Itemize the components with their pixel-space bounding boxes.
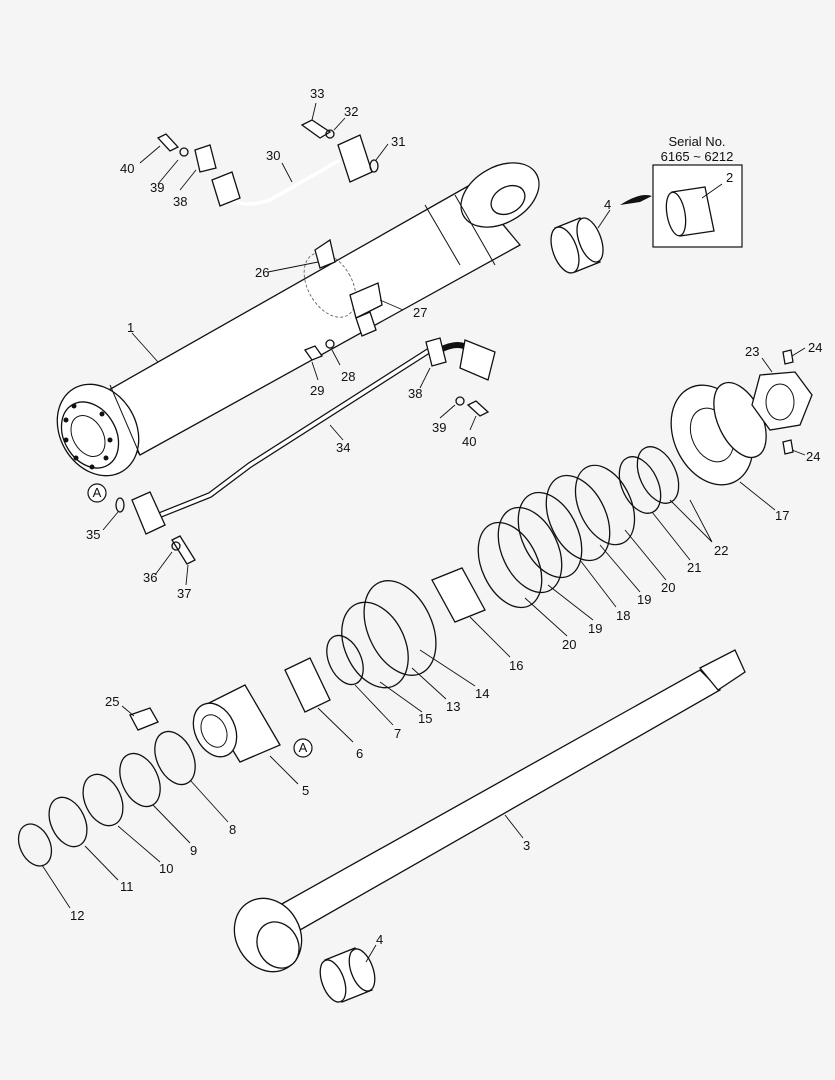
callout-labels: 1 4 3 4 5 6 7 8 9 10 11 12 13 14 15 16 1… [70,86,822,947]
pin-bushing-lower [319,947,376,1003]
callout-5: 5 [302,783,309,798]
callout-27: 27 [413,305,427,320]
callout-20-lower: 20 [562,637,576,652]
callout-24-lower: 24 [806,449,820,464]
callout-4-lower: 4 [376,932,383,947]
svg-text:A: A [299,740,308,755]
callout-21: 21 [687,560,701,575]
callout-29: 29 [310,383,324,398]
callout-31: 31 [391,134,405,149]
pin-bushing-upper [550,217,604,274]
callout-35: 35 [86,527,100,542]
callout-4-upper: 4 [604,197,611,212]
callout-2: 2 [726,170,733,185]
callout-14: 14 [475,686,489,701]
callout-9: 9 [190,843,197,858]
callout-23: 23 [745,344,759,359]
lower-pipe-assembly [115,337,496,565]
callout-6: 6 [356,746,363,761]
reference-mark-a-upper: A [87,483,107,503]
callout-34: 34 [336,440,350,455]
callout-3: 3 [523,838,530,853]
callout-19-upper: 19 [637,592,651,607]
callout-33: 33 [310,86,324,101]
callout-39-lower: 39 [432,420,446,435]
callout-15: 15 [418,711,432,726]
serial-title: Serial No. [668,134,725,149]
callout-37: 37 [177,586,191,601]
callout-39-upper: 39 [150,180,164,195]
piston-seal-set [284,446,680,713]
callout-38-lower: 38 [408,386,422,401]
piston-nut [751,349,813,455]
serial-range: 6165 ~ 6212 [661,149,734,164]
rod-cover [129,684,281,763]
callout-36: 36 [143,570,157,585]
cylinder-tube [56,162,540,477]
callout-19-lower: 19 [588,621,602,636]
callout-40-upper: 40 [120,161,134,176]
callout-20-upper: 20 [661,580,675,595]
piston-rod [233,649,746,973]
inset-pointer-arrow [620,195,652,205]
callout-7: 7 [394,726,401,741]
callout-16: 16 [509,658,523,673]
callout-28: 28 [341,369,355,384]
callout-12: 12 [70,908,84,923]
callout-38-upper: 38 [173,194,187,209]
callout-17: 17 [775,508,789,523]
callout-26: 26 [255,265,269,280]
callout-11: 11 [120,879,134,894]
callout-18: 18 [616,608,630,623]
callout-32: 32 [344,104,358,119]
callout-22: 22 [714,543,728,558]
callout-8: 8 [229,822,236,837]
callout-25: 25 [105,694,119,709]
callout-40-lower: 40 [462,434,476,449]
callout-30: 30 [266,148,280,163]
svg-text:A: A [93,485,102,500]
callout-1: 1 [127,320,134,335]
callout-10: 10 [159,861,173,876]
leader-lines [41,102,806,963]
serial-number-inset: Serial No. 6165 ~ 6212 2 [620,134,743,248]
rod-seal-rings [17,730,196,867]
callout-13: 13 [446,699,460,714]
upper-pipe-assembly [156,119,379,207]
callout-24-upper: 24 [808,340,822,355]
reference-mark-a-lower: A [293,738,313,758]
